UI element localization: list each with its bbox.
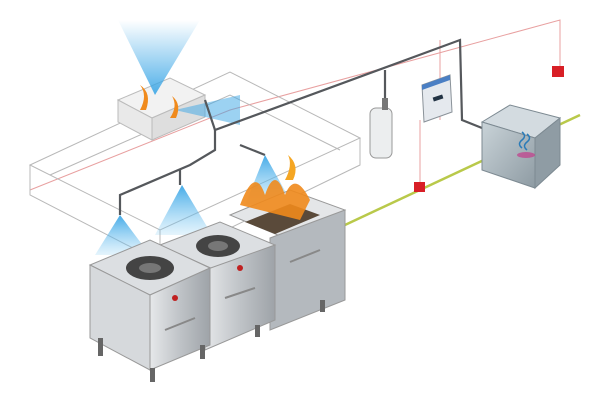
- cooktop-left: [88, 239, 325, 382]
- control-panel: [421, 74, 453, 123]
- fryer: [228, 155, 347, 331]
- fire-icon: [170, 96, 179, 118]
- fire-icon: [240, 180, 310, 220]
- fire-icon: [285, 155, 296, 180]
- heat-detector-upper: [552, 66, 564, 77]
- fire-icon: [140, 85, 148, 110]
- suppression-cabinet: [480, 104, 562, 190]
- agent-cylinder: [369, 98, 393, 159]
- heat-detector-lower: [414, 182, 425, 192]
- agent-piping: [118, 38, 483, 215]
- logo-icon: [517, 131, 535, 158]
